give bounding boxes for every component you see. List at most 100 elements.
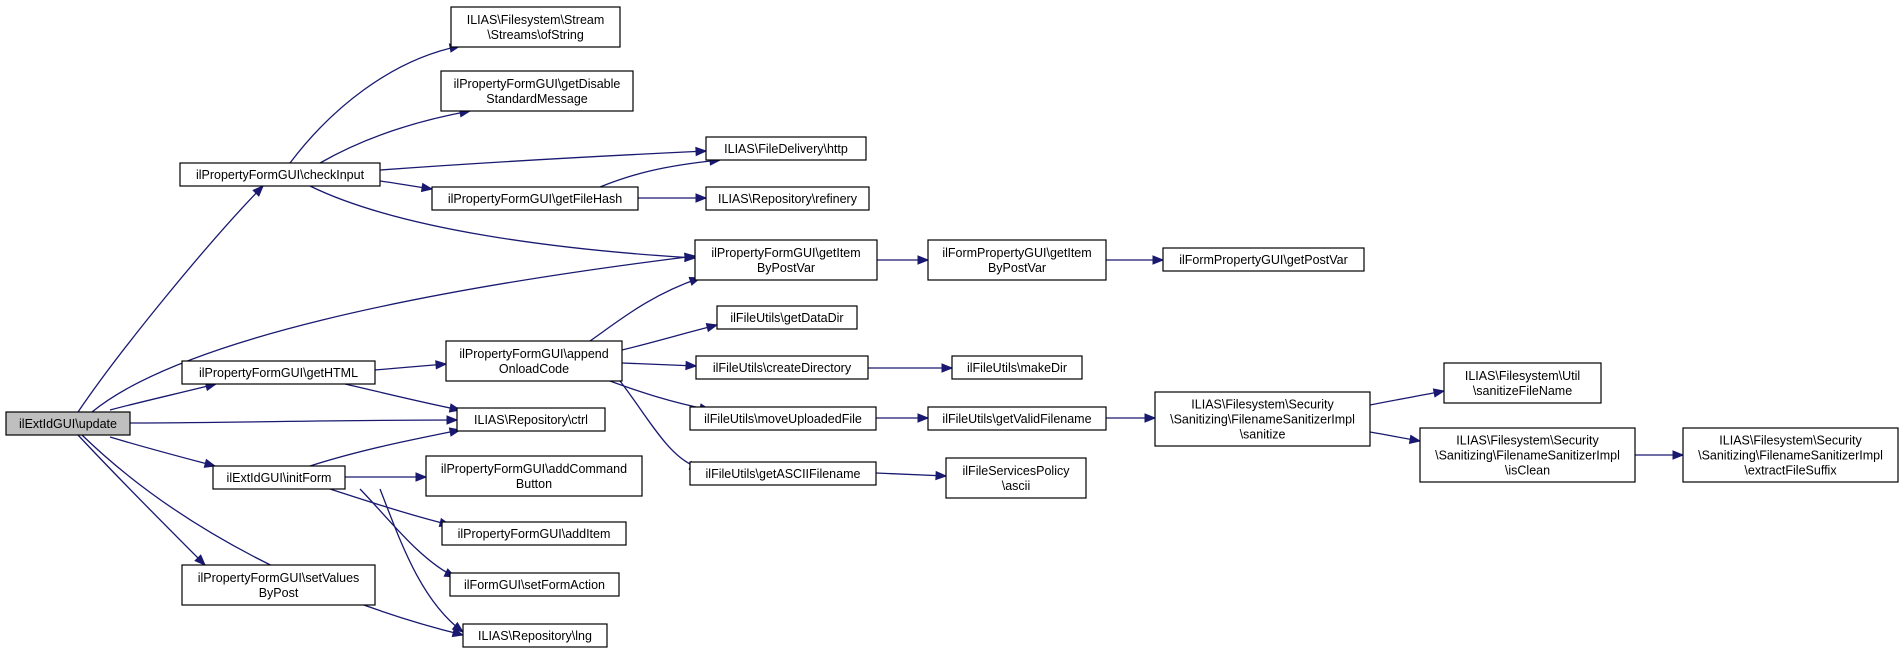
node-n9[interactable]: ilFormPropertyGUI\getPostVar (1162, 247, 1365, 272)
node-n20[interactable]: ILIAS\Filesystem\Security\Sanitizing\Fil… (1419, 427, 1636, 483)
node-box (694, 239, 878, 281)
node-box (445, 340, 623, 382)
node-box (1443, 362, 1602, 404)
node-box (181, 360, 376, 385)
node-label-line: \Sanitizing\FilenameSanitizerImpl (1698, 449, 1883, 463)
node-label-line: ilFileUtils\getDataDir (730, 311, 843, 325)
node-label-line: \sanitize (1240, 428, 1286, 442)
edge-arrowhead (451, 621, 465, 633)
node-box (456, 407, 606, 432)
edge-n23-to-n24 (875, 470, 948, 481)
node-label-line: ILIAS\Repository\lng (478, 629, 592, 643)
node-n17[interactable]: ilFileUtils\getValidFilename (927, 406, 1107, 431)
node-label-line: ByPostVar (757, 261, 815, 275)
edge-arrowhead (941, 363, 954, 373)
node-box (212, 465, 346, 490)
edge-n16-to-n17 (876, 413, 930, 423)
edge-n1-to-n3 (319, 108, 472, 164)
node-n15[interactable]: ILIAS\Repository\ctrl (456, 407, 606, 432)
edge-line (319, 110, 471, 164)
node-n14[interactable]: ilFileUtils\makeDir (951, 355, 1083, 380)
edge-arrowhead (705, 322, 719, 333)
node-label-line: ByPostVar (988, 261, 1046, 275)
node-n16[interactable]: ilFileUtils\moveUploadedFile (689, 406, 877, 431)
node-n4[interactable]: ILIAS\FileDelivery\http (705, 136, 867, 161)
edge-line (1369, 390, 1445, 406)
edge-n0-to-n22 (109, 436, 217, 468)
node-box (440, 70, 634, 112)
node-n21[interactable]: ILIAS\Filesystem\Security\Sanitizing\Fil… (1682, 427, 1899, 483)
edge-n8-to-n9 (1106, 255, 1165, 265)
node-box (425, 455, 643, 497)
edge-n22-to-n29 (379, 488, 465, 633)
edge-arrowhead (446, 415, 459, 425)
node-box (945, 457, 1087, 499)
node-label-line: ilFileUtils\createDirectory (713, 361, 852, 375)
node-label-line: ILIAS\Repository\refinery (718, 192, 858, 206)
node-n23[interactable]: ilFileUtils\getASCIIFilename (689, 461, 877, 486)
node-box (1682, 427, 1899, 483)
node-label-line: ilFileServicesPolicy (963, 464, 1071, 478)
edge-arrowhead (415, 472, 428, 482)
edge-line (129, 419, 458, 424)
node-box (179, 162, 381, 187)
edge-line (589, 277, 701, 342)
edge-line (91, 255, 696, 413)
node-box (705, 136, 867, 161)
edge-n11-to-n13 (621, 360, 698, 371)
node-n18[interactable]: ILIAS\Filesystem\Security\Sanitizing\Fil… (1154, 391, 1371, 447)
edge-n1-to-n5 (379, 180, 434, 193)
node-label-line: OnloadCode (499, 362, 569, 376)
node-n24[interactable]: ilFileServicesPolicy\ascii (945, 457, 1087, 499)
edge-line (621, 362, 697, 367)
edge-arrowhead (203, 458, 217, 468)
edge-arrowhead (1672, 450, 1685, 460)
edge-arrowhead (695, 193, 708, 203)
edge-n7-to-n8 (877, 255, 930, 265)
edge-n11-to-n12 (621, 322, 719, 351)
root-node-n0[interactable]: ilExtIdGUI\update (5, 411, 131, 436)
nodes-layer: ilExtIdGUI\update ilPropertyFormGUI\check… (5, 6, 1899, 648)
node-n22[interactable]: ilExtIdGUI\initForm (212, 465, 346, 490)
node-box (1162, 247, 1365, 272)
node-n3[interactable]: ilPropertyFormGUI\getDisableStandardMess… (440, 70, 634, 112)
edge-n5-to-n6 (637, 193, 708, 203)
node-n12[interactable]: ilFileUtils\getDataDir (716, 305, 858, 330)
node-box (695, 355, 869, 380)
node-label-line: ilPropertyFormGUI\append (459, 347, 608, 361)
node-box (716, 305, 858, 330)
node-label-line: ILIAS\Filesystem\Security (1191, 398, 1334, 412)
node-n10[interactable]: ilPropertyFormGUI\getHTML (181, 360, 376, 385)
node-label-line: ILIAS\Repository\ctrl (474, 413, 588, 427)
edge-line (309, 429, 461, 467)
node-n1[interactable]: ilPropertyFormGUI\checkInput (179, 162, 381, 187)
node-n29[interactable]: ILIAS\Repository\lng (462, 623, 608, 648)
node-label-line: ilFileUtils\getASCIIFilename (706, 467, 861, 481)
edge-line (289, 45, 461, 164)
node-label-line: ilPropertyFormGUI\getItem (711, 246, 860, 260)
node-n13[interactable]: ilFileUtils\createDirectory (695, 355, 869, 380)
edge-line (109, 383, 217, 411)
edge-n0-to-n15 (129, 415, 459, 425)
node-n2[interactable]: ILIAS\Filesystem\Stream\Streams\ofString (450, 6, 621, 48)
node-box (951, 355, 1083, 380)
node-label-line: \sanitizeFileName (1473, 384, 1572, 398)
node-n19[interactable]: ILIAS\Filesystem\Util\sanitizeFileName (1443, 362, 1602, 404)
node-n5[interactable]: ilPropertyFormGUI\getFileHash (431, 186, 639, 211)
node-n6[interactable]: ILIAS\Repository\refinery (705, 186, 870, 211)
node-label-line: ByPost (259, 586, 299, 600)
node-n27[interactable]: ilFormGUI\setFormAction (449, 572, 620, 597)
edge-line (77, 185, 264, 413)
edge-arrowhead (194, 554, 206, 566)
edge-n11-to-n7 (589, 276, 702, 342)
node-label-line: \Streams\ofString (487, 28, 584, 42)
edge-line (875, 472, 947, 477)
node-n26[interactable]: ilPropertyFormGUI\addItem (441, 521, 627, 546)
edge-n0-to-n28 (77, 434, 206, 566)
node-label-line: ILIAS\Filesystem\Security (1456, 434, 1599, 448)
